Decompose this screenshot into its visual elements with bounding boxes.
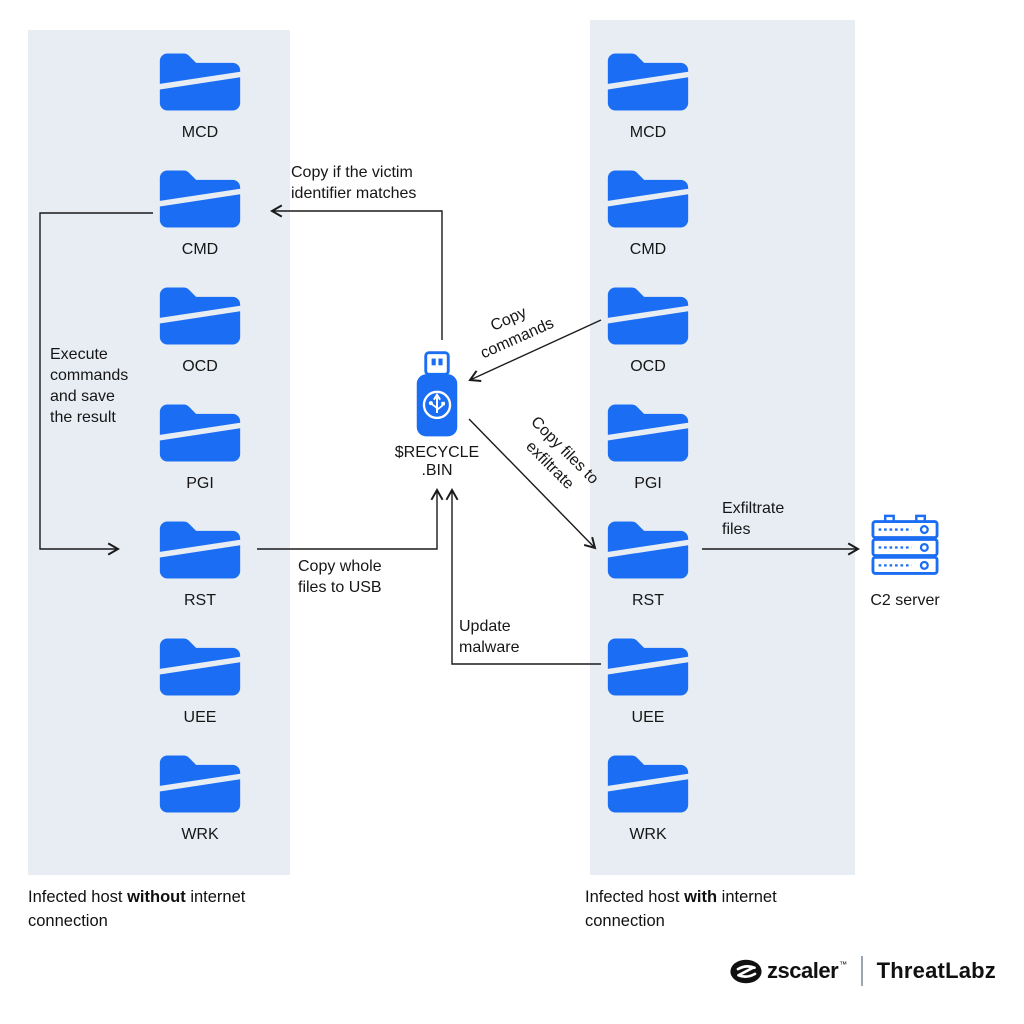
zscaler-icon: [730, 959, 762, 983]
usb-icon: [416, 351, 458, 437]
threatlabz-wordmark: ThreatLabz: [876, 958, 996, 983]
label-copy-commands: Copy commands: [478, 304, 557, 363]
folder-label: UEE: [183, 709, 217, 726]
folder-icon: [155, 397, 245, 468]
folder-item: OCD: [155, 280, 245, 376]
folder-item: UEE: [155, 631, 245, 727]
folder-label: MCD: [629, 124, 667, 141]
folder-item: CMD: [155, 163, 245, 259]
caption-prefix: Infected host: [585, 888, 685, 906]
folder-label: CMD: [181, 241, 219, 258]
folder-icon: [603, 280, 693, 351]
folder-item: RST: [155, 514, 245, 610]
folder-label: OCD: [182, 358, 218, 375]
c2-label: C2 server: [870, 592, 940, 609]
folder-label: UEE: [631, 709, 665, 726]
right-host-panel: MCD CMD OCD PGI RST UEE: [590, 20, 855, 875]
folder-label: WRK: [181, 826, 219, 843]
left-folder-column: MCD CMD OCD PGI RST UEE: [155, 46, 245, 865]
caption-prefix: Infected host: [28, 888, 128, 906]
folder-item: MCD: [603, 46, 693, 142]
folder-label: RST: [632, 592, 664, 609]
folder-label: OCD: [630, 358, 666, 375]
folder-item: RST: [603, 514, 693, 610]
left-host-caption: Infected host without internet connectio…: [28, 886, 268, 934]
label-update-malware: Update malware: [459, 618, 520, 657]
label-exfiltrate-files: Exfiltrate files: [722, 500, 785, 539]
folder-icon: [603, 748, 693, 819]
folder-icon: [603, 163, 693, 234]
label-copy-if-victim-matches: Copy if the victim identifier matches: [291, 164, 417, 203]
folder-icon: [603, 46, 693, 117]
usb-drive: $RECYCLE .BIN: [377, 350, 497, 480]
folder-item: MCD: [155, 46, 245, 142]
folder-item: OCD: [603, 280, 693, 376]
folder-icon: [603, 514, 693, 585]
folder-item: CMD: [603, 163, 693, 259]
folder-item: WRK: [603, 748, 693, 844]
c2-server: C2 server: [863, 514, 947, 610]
right-host-caption: Infected host with internet connection: [585, 886, 825, 934]
trademark-symbol: ™: [839, 960, 848, 969]
left-host-panel: MCD CMD OCD PGI RST UEE: [28, 30, 290, 875]
right-folder-column: MCD CMD OCD PGI RST UEE: [603, 46, 693, 865]
folder-label: PGI: [634, 475, 662, 492]
folder-label: MCD: [181, 124, 219, 141]
folder-label: WRK: [629, 826, 667, 843]
folder-label: CMD: [629, 241, 667, 258]
caption-bold: with: [684, 888, 718, 906]
folder-icon: [155, 748, 245, 819]
folder-label: PGI: [186, 475, 214, 492]
folder-icon: [155, 163, 245, 234]
folder-item: PGI: [603, 397, 693, 493]
folder-icon: [603, 397, 693, 468]
folder-icon: [603, 631, 693, 702]
zscaler-wordmark: zscaler: [767, 958, 839, 983]
caption-bold: without: [127, 888, 186, 906]
caption-suffix: internet connection: [28, 888, 246, 930]
server-icon: [871, 514, 939, 575]
folder-item: PGI: [155, 397, 245, 493]
folder-item: WRK: [155, 748, 245, 844]
folder-item: UEE: [603, 631, 693, 727]
folder-icon: [155, 514, 245, 585]
brand-lockup: zscaler ™ ThreatLabz: [729, 956, 996, 986]
arrow-copy-if-victim-matches: [272, 211, 443, 340]
folder-icon: [155, 631, 245, 702]
folder-icon: [155, 46, 245, 117]
label-copy-whole-files: Copy whole files to USB: [298, 558, 382, 597]
logo-divider: [861, 956, 863, 986]
label-execute-commands: Execute commands and save the result: [50, 346, 129, 427]
folder-icon: [155, 280, 245, 351]
usb-label: $RECYCLE .BIN: [394, 444, 480, 479]
folder-label: RST: [184, 592, 216, 609]
caption-suffix: internet connection: [585, 888, 777, 930]
